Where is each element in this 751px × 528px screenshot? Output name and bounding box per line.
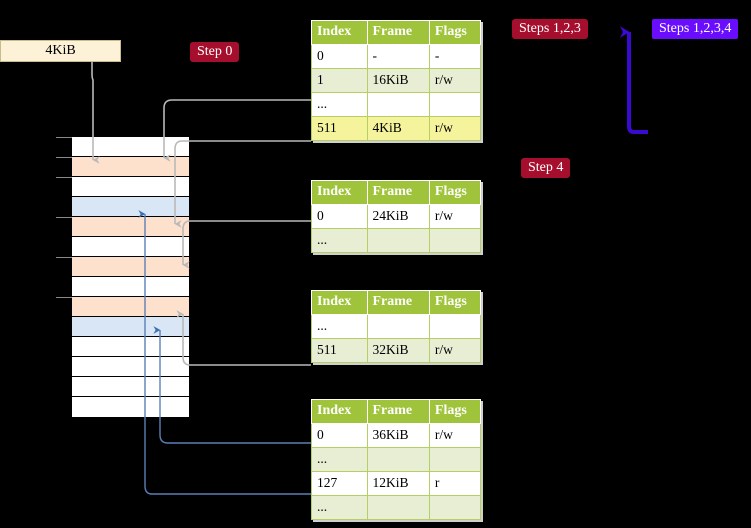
table-cell: 511: [311, 116, 368, 141]
memory-frame-row: [72, 257, 189, 277]
table-cell: [428, 92, 482, 117]
memory-frame-tick: [56, 137, 72, 138]
table-cell: [366, 314, 430, 339]
table-cell: ...: [311, 495, 368, 520]
memory-frame-row: [72, 177, 189, 197]
column-header: Flags: [428, 20, 482, 45]
table-cell: r/w: [428, 116, 482, 141]
table-cell: [366, 447, 430, 472]
table-cell: [366, 92, 430, 117]
table-cell: 12KiB: [366, 471, 430, 496]
table-cell: r/w: [428, 204, 482, 229]
column-header: Index: [311, 20, 368, 45]
table-cell: [428, 314, 482, 339]
table-cell: r/w: [428, 68, 482, 93]
memory-frame-row: [72, 397, 189, 417]
memory-frame-tick: [56, 297, 72, 298]
table-cell: [428, 228, 482, 253]
table-cell: 24KiB: [366, 204, 430, 229]
table-cell: [366, 495, 430, 520]
memory-frame-row: [72, 277, 189, 297]
memory-frame-row: [72, 217, 189, 237]
memory-frame-row: [72, 137, 189, 157]
frame-size-box: 4KiB: [0, 40, 121, 62]
column-header: Flags: [428, 180, 482, 205]
table-row[interactable]: ...: [311, 314, 482, 339]
physical-memory-column: [56, 136, 190, 417]
column-header: Frame: [366, 180, 430, 205]
badge-step-0: Step 0: [190, 42, 240, 62]
column-header: Frame: [366, 399, 430, 424]
memory-frame-tick: [56, 157, 72, 158]
table-row[interactable]: ...: [311, 228, 482, 253]
column-header: Frame: [366, 20, 430, 45]
table-cell: -: [428, 44, 482, 69]
table-cell: [366, 228, 430, 253]
table-cell: 0: [311, 204, 368, 229]
table-cell: 0: [311, 44, 368, 69]
table-cell: r/w: [428, 338, 482, 363]
memory-frame-tick: [56, 257, 72, 258]
memory-frame-tick: [56, 217, 72, 218]
badge-steps-1-2-3-4: Steps 1,2,3,4: [652, 19, 739, 39]
memory-frame-row: [72, 237, 189, 257]
memory-frame-row: [72, 317, 189, 337]
memory-frame-row: [72, 297, 189, 317]
memory-frame-row: [72, 197, 189, 217]
table-row[interactable]: 0--: [311, 44, 482, 69]
memory-frame-tick: [56, 177, 72, 178]
table-cell: r/w: [428, 423, 482, 448]
table-cell: ...: [311, 228, 368, 253]
table-cell: ...: [311, 92, 368, 117]
table-cell: 0: [311, 423, 368, 448]
table-row[interactable]: ...: [311, 495, 482, 520]
column-header: Index: [311, 399, 368, 424]
table-row[interactable]: ...: [311, 92, 482, 117]
column-header: Flags: [428, 399, 482, 424]
table-row[interactable]: ...: [311, 447, 482, 472]
table-cell: [428, 447, 482, 472]
table-cell: ...: [311, 314, 368, 339]
table-cell: 36KiB: [366, 423, 430, 448]
memory-frame-row: [72, 337, 189, 357]
table-cell: 32KiB: [366, 338, 430, 363]
table-cell: -: [366, 44, 430, 69]
table-cell: 1: [311, 68, 368, 93]
memory-frame-row: [72, 157, 189, 177]
table-cell: 16KiB: [366, 68, 430, 93]
badge-step-4: Step 4: [521, 158, 571, 178]
column-header: Frame: [366, 290, 430, 315]
memory-frame-row: [72, 357, 189, 377]
table-cell: [428, 495, 482, 520]
table-cell: 511: [311, 338, 368, 363]
column-header: Index: [311, 180, 368, 205]
column-header: Flags: [428, 290, 482, 315]
table-cell: 127: [311, 471, 368, 496]
memory-frame-row: [72, 377, 189, 397]
table-cell: ...: [311, 447, 368, 472]
column-header: Index: [311, 290, 368, 315]
badge-steps-1-2-3: Steps 1,2,3: [512, 19, 588, 39]
table-cell: r: [428, 471, 482, 496]
table-cell: 4KiB: [366, 116, 430, 141]
